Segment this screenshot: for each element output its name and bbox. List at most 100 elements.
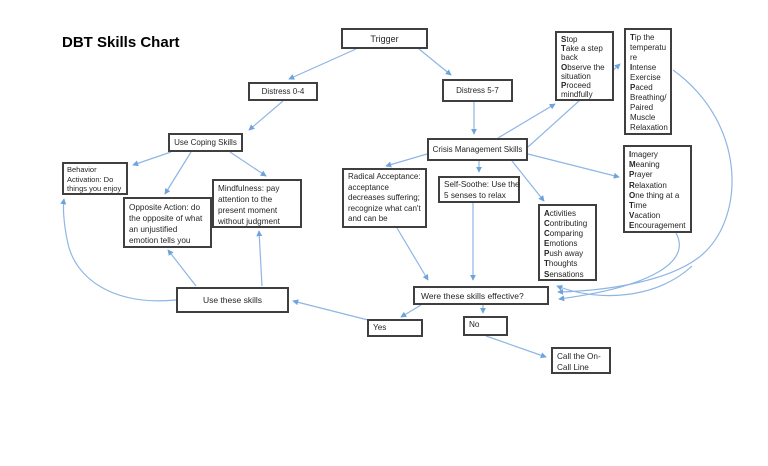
- arrow-use-these-skills-to-opposite-action: [167, 249, 197, 287]
- arrow-trigger-to-distress-high: [418, 48, 452, 76]
- node-text-line: Encouragement: [629, 221, 686, 231]
- node-use-these-skills[interactable]: Use these skills: [176, 287, 289, 313]
- node-text-line: situation: [561, 71, 591, 81]
- node-text-line: 5 senses to relax: [444, 190, 506, 200]
- node-text-line: Paired: [630, 103, 654, 112]
- crisis-management-skills-label: Crisis Management Skills: [432, 145, 523, 154]
- node-text-line: Prayer: [629, 170, 653, 180]
- arrow-yes-to-use-these-skills: [292, 299, 373, 322]
- node-text-line: mindfully: [561, 90, 593, 100]
- node-text-line: Tip the: [630, 33, 655, 42]
- arrow-distress-low-to-coping: [248, 100, 284, 131]
- use-coping-skills-label: Use Coping Skills: [174, 138, 237, 147]
- yes-label: Yes: [373, 323, 387, 332]
- node-no[interactable]: No: [463, 316, 508, 336]
- node-text-line: Meaning: [629, 160, 660, 170]
- node-text-line: present moment: [218, 206, 278, 215]
- node-text-line: Emotions: [544, 239, 578, 249]
- node-text-line: Sensations: [544, 269, 584, 279]
- node-yes[interactable]: Yes: [367, 319, 423, 337]
- node-text-line: decreases suffering;: [348, 193, 420, 203]
- node-were-skills-effective[interactable]: Were these skills effective?: [413, 286, 549, 305]
- arrow-crisis-to-improve: [527, 153, 620, 179]
- trigger-label: Trigger: [370, 33, 399, 44]
- arrow-coping-to-mindfulness: [229, 151, 267, 177]
- node-text-line: emotion tells you: [129, 236, 191, 245]
- node-text-line: and can be: [348, 214, 388, 224]
- node-distress-0-4[interactable]: Distress 0-4: [248, 82, 318, 101]
- page-title: DBT Skills Chart: [62, 34, 180, 51]
- arrow-no-to-call-line: [485, 335, 547, 359]
- node-text-line: Activities: [544, 209, 577, 218]
- node-text-line: Observe the: [561, 62, 605, 72]
- node-text-line: Paced: [630, 83, 653, 92]
- node-trigger[interactable]: Trigger: [341, 28, 428, 49]
- node-text-line: Exercise: [630, 73, 661, 82]
- node-use-coping-skills[interactable]: Use Coping Skills: [168, 133, 243, 152]
- arrow-curve-to-accepts: [556, 265, 693, 297]
- node-text-line: Intense: [630, 63, 657, 72]
- node-text-line: back: [561, 53, 578, 63]
- node-text-line: Activation: Do: [67, 174, 114, 184]
- node-text-line: Relaxation: [630, 123, 668, 132]
- were-skills-effective-label: Were these skills effective?: [421, 290, 524, 301]
- node-text-line: re: [630, 53, 638, 62]
- distress-5-7-label: Distress 5-7: [456, 86, 499, 95]
- node-text-line: Call Line: [557, 363, 589, 372]
- node-text-line: attention to the: [218, 195, 273, 204]
- node-text-line: temperatu: [630, 43, 667, 52]
- node-text-line: Comparing: [544, 229, 584, 239]
- arrow-radical-acceptance-to-effective: [396, 227, 429, 281]
- arrow-crisis-to-accepts: [511, 160, 545, 202]
- arrow-crisis-to-stop: [497, 103, 556, 139]
- node-text-line: without judgment: [218, 217, 280, 226]
- node-text-line: Relaxation: [629, 180, 667, 190]
- node-distress-5-7[interactable]: Distress 5-7: [442, 79, 513, 102]
- node-text-line: Radical Acceptance:: [348, 172, 421, 181]
- arrow-use-these-skills-to-mindfulness: [256, 230, 263, 287]
- arrow-crisis-to-radical-acceptance: [385, 153, 428, 168]
- use-these-skills-label: Use these skills: [202, 295, 263, 305]
- no-label: No: [469, 320, 480, 329]
- node-text-line: Breathing/: [630, 93, 667, 102]
- arrow-effective-to-yes: [400, 304, 422, 318]
- node-text-line: Vacation: [629, 211, 661, 221]
- node-crisis-management-skills[interactable]: Crisis Management Skills: [427, 138, 528, 161]
- arrow-tip-to-effective: [557, 69, 733, 295]
- node-text-line: the opposite of what: [129, 214, 203, 223]
- node-text-line: an unjustified: [129, 225, 178, 234]
- node-text-line: Call the On-: [557, 352, 601, 361]
- distress-0-4-label: Distress 0-4: [261, 87, 305, 96]
- node-text-line: Time: [629, 201, 647, 211]
- node-text-line: recognize what can't: [348, 203, 421, 213]
- arrow-trigger-to-distress-low: [288, 48, 357, 80]
- node-text-line: Muscle: [630, 113, 656, 122]
- node-text-line: Thoughts: [544, 259, 578, 269]
- node-text-line: Push away: [544, 249, 584, 259]
- node-text-line: Opposite Action: do: [129, 203, 201, 212]
- node-text-line: Behavior: [67, 165, 97, 174]
- node-text-line: Stop: [561, 35, 578, 44]
- node-text-line: Self-Soothe: Use the: [444, 180, 520, 189]
- node-opposite-action[interactable]: Opposite Action: do the opposite of what a…: [123, 197, 212, 248]
- node-call-on-call-line[interactable]: Call the On- Call Line: [551, 347, 611, 374]
- arrow-coping-to-opposite-action: [164, 151, 192, 195]
- node-text-line: things you enjoy: [67, 184, 122, 194]
- arrow-coping-to-behavior-activation: [132, 151, 172, 167]
- arrow-use-these-skills-to-behavior-activation: [60, 198, 177, 302]
- node-text-line: Proceed: [561, 81, 591, 91]
- node-text-line: One thing at a: [629, 190, 680, 200]
- node-text-line: Take a step: [561, 44, 603, 54]
- node-text-line: acceptance: [348, 182, 389, 192]
- node-text-line: Imagery: [629, 150, 658, 159]
